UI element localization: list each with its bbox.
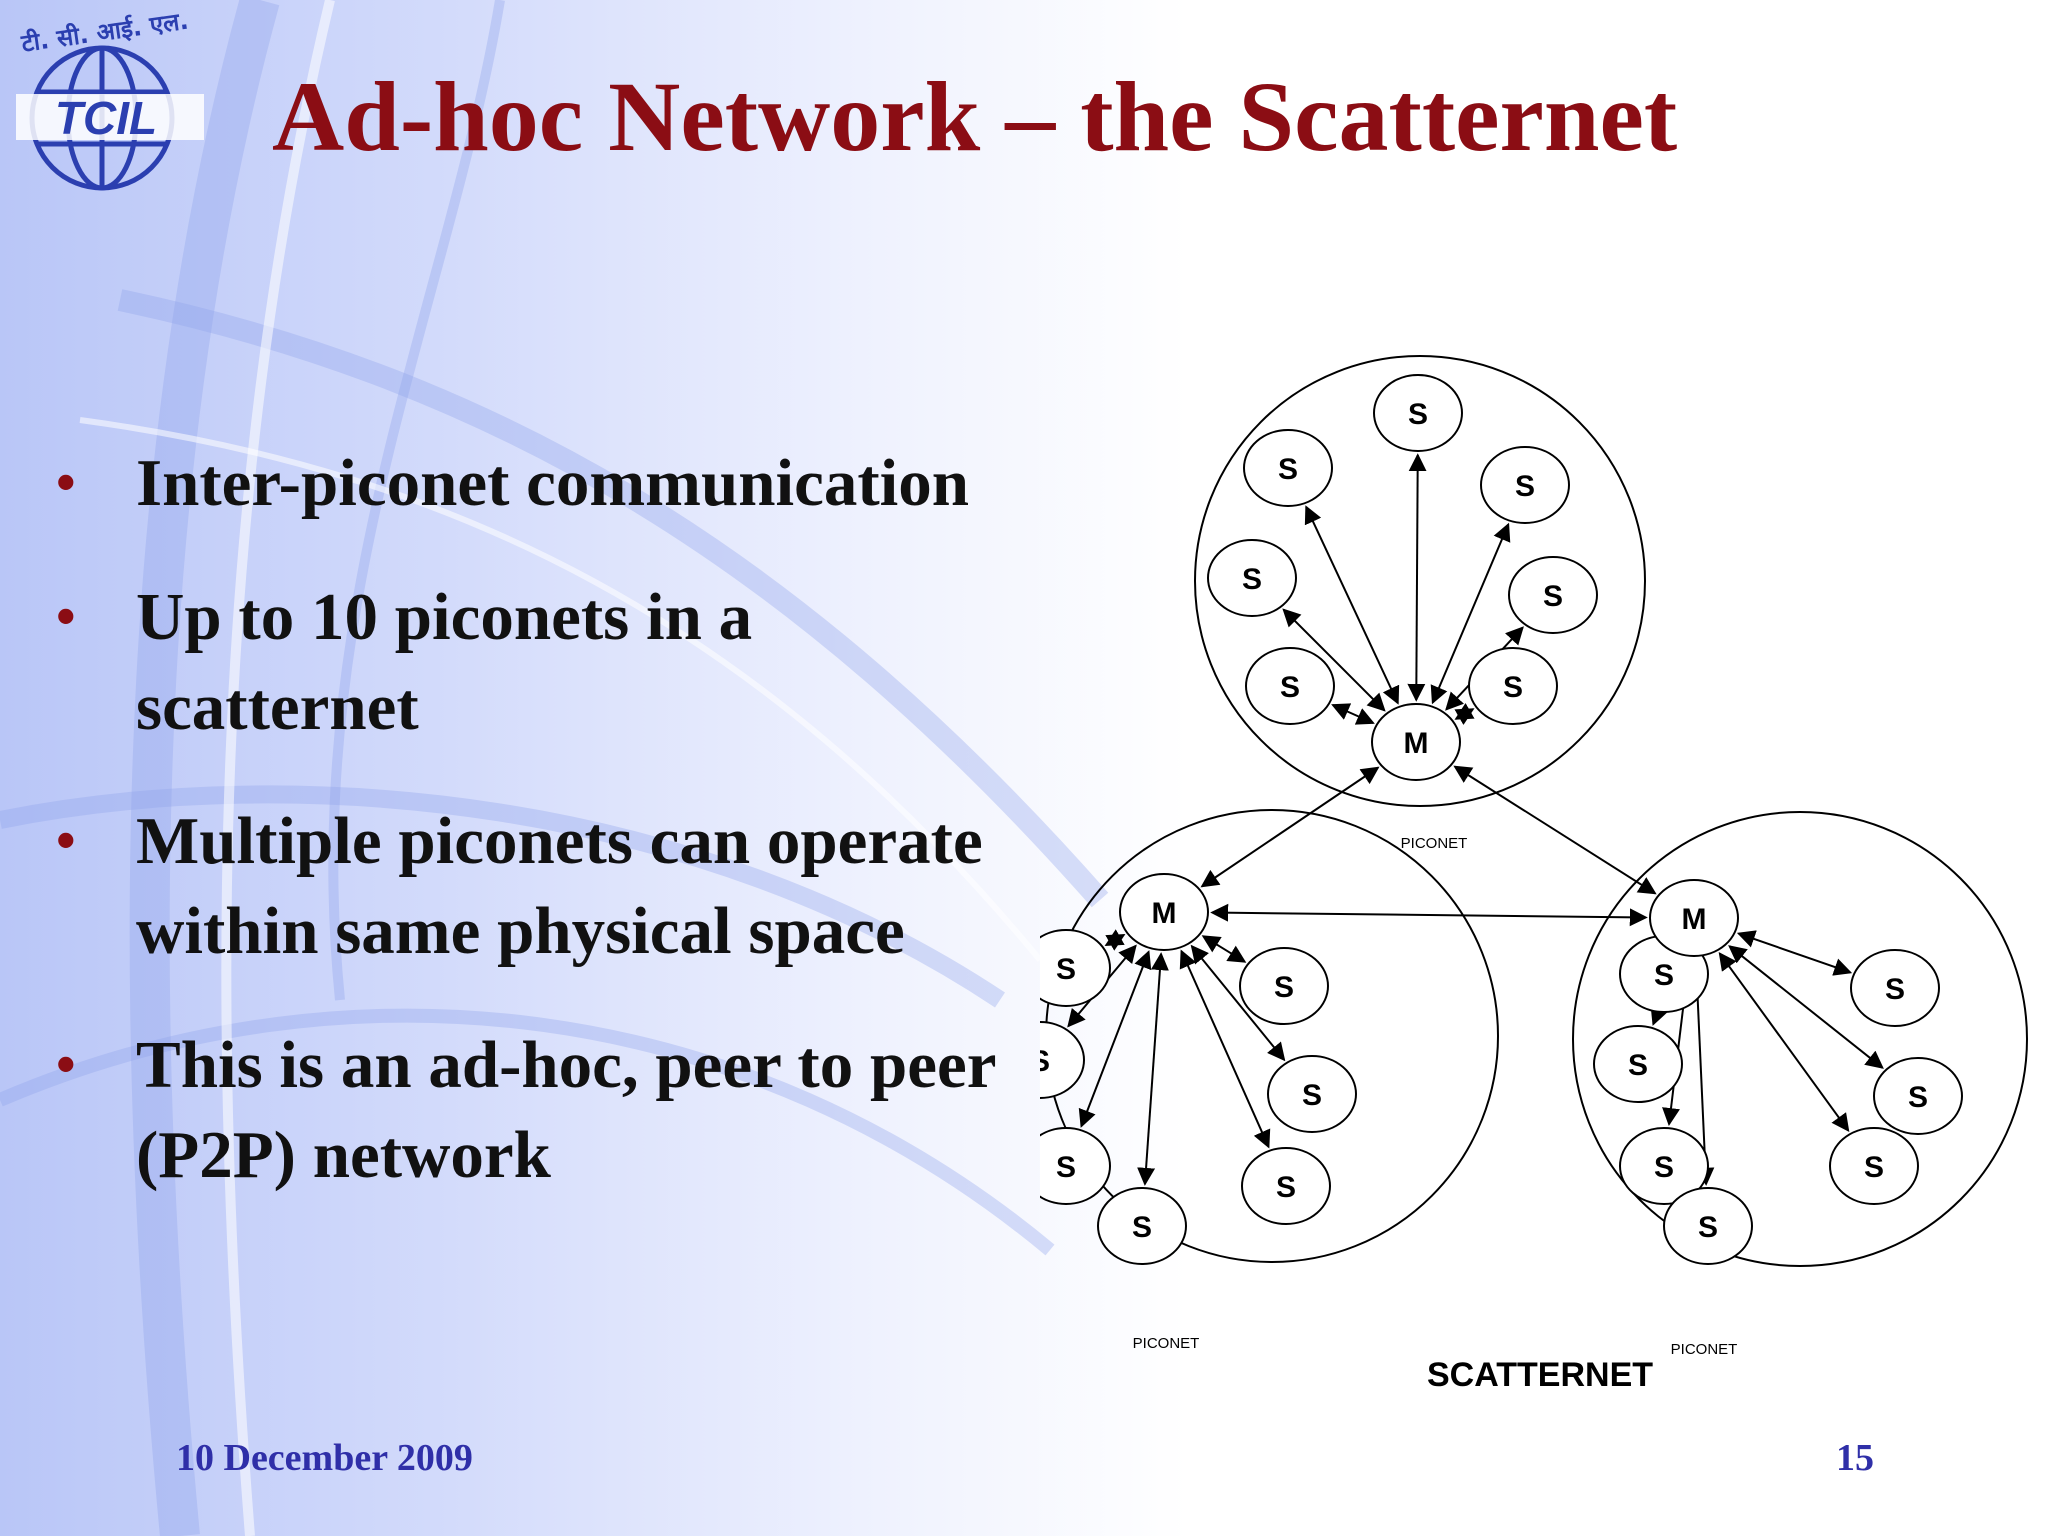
bullet-item: • Multiple piconets can operate within sa… — [56, 796, 1036, 976]
slave-node — [1468, 647, 1558, 725]
slave-node — [1241, 1147, 1331, 1225]
master-slave-link — [1454, 702, 1475, 726]
bullet-text: This is an ad-hoc, peer to peer (P2P) ne… — [136, 1028, 996, 1192]
slave-node — [1207, 539, 1297, 617]
scatternet-diagram: PICONETPICONETPICONETSSSSSSSMSSSSSSSMSSS… — [1040, 355, 2028, 1394]
bullet-text: Inter-piconet communication — [136, 446, 970, 520]
master-node — [1119, 873, 1209, 951]
bullet-marker: • — [56, 452, 76, 514]
slave-node — [1480, 446, 1570, 524]
slave-node-label: S — [1408, 398, 1428, 431]
slave-node-label: S — [1908, 1081, 1928, 1114]
master-node — [1371, 703, 1461, 781]
slave-node-label: S — [1654, 1151, 1674, 1184]
bullet-list: • Inter-piconet communication • Up to 10 p… — [56, 438, 1036, 1244]
slave-node — [1829, 1127, 1919, 1205]
slave-node — [1593, 1025, 1683, 1103]
piconet-boundary — [1194, 355, 1646, 807]
inter-piconet-link — [1200, 766, 1380, 888]
master-slave-link — [1201, 935, 1247, 963]
slave-node-label: S — [1056, 1151, 1076, 1184]
slide-title: Ad-hoc Network – the Scatternet — [272, 61, 1678, 172]
slave-node-label: S — [1503, 671, 1523, 704]
slave-node-label: S — [1280, 671, 1300, 704]
slave-node — [1040, 1127, 1111, 1205]
bullet-marker: • — [56, 810, 76, 872]
master-slave-link — [1179, 949, 1271, 1149]
bullet-text: Up to 10 piconets in a scatternet — [136, 580, 753, 744]
bullet-text: Multiple piconets can operate within sam… — [136, 804, 983, 968]
slave-node-label: S — [1276, 1171, 1296, 1204]
slave-node-label: S — [1274, 971, 1294, 1004]
inter-piconet-link — [1210, 903, 1648, 927]
piconet-boundary — [1572, 811, 2028, 1267]
slave-node-label: S — [1278, 453, 1298, 486]
master-slave-link — [1282, 608, 1386, 712]
slave-node — [1243, 429, 1333, 507]
piconet-label: PICONET — [1133, 1335, 1200, 1352]
slave-node — [1873, 1057, 1963, 1135]
slave-node-label: S — [1885, 973, 1905, 1006]
slave-node — [1040, 929, 1111, 1007]
bullet-item: • This is an ad-hoc, peer to peer (P2P) n… — [56, 1020, 1036, 1200]
piconet-label: PICONET — [1401, 835, 1468, 852]
diagram-caption: SCATTERNET — [1427, 1356, 1653, 1394]
slave-node-label: S — [1628, 1049, 1648, 1082]
slave-node — [1097, 1187, 1187, 1265]
master-slave-link — [1137, 952, 1169, 1186]
slave-node — [1850, 949, 1940, 1027]
bullet-item: • Up to 10 piconets in a scatternet — [56, 572, 1036, 752]
slave-node-label: S — [1040, 1045, 1050, 1078]
slave-node-label: S — [1242, 563, 1262, 596]
piconet-label: PICONET — [1671, 1341, 1738, 1358]
logo-text: TCIL — [55, 92, 157, 144]
slave-node-label: S — [1056, 953, 1076, 986]
master-slave-link — [1104, 929, 1126, 951]
slave-node — [1373, 374, 1463, 452]
slave-node-label: S — [1698, 1211, 1718, 1244]
slave-node — [1663, 1187, 1753, 1265]
slave-node — [1619, 1127, 1709, 1205]
bullet-item: • Inter-piconet communication — [56, 438, 1036, 528]
footer-date: 10 December 2009 — [176, 1437, 473, 1479]
master-node-label: M — [1682, 903, 1707, 936]
master-node — [1649, 879, 1739, 957]
slave-node-label: S — [1302, 1079, 1322, 1112]
bullet-marker: • — [56, 586, 76, 648]
bullet-marker: • — [56, 1034, 76, 1096]
tcil-logo: TCIL टी. सी. आई. एल. — [16, 7, 204, 191]
page-number: 15 — [1836, 1437, 1874, 1479]
slave-node — [1245, 647, 1335, 725]
master-slave-link — [1407, 453, 1427, 702]
inter-piconet-link — [1453, 765, 1657, 895]
master-node-label: M — [1152, 897, 1177, 930]
slave-node-label: S — [1515, 470, 1535, 503]
slave-node — [1239, 947, 1329, 1025]
slave-node-label: S — [1864, 1151, 1884, 1184]
slave-node-label: S — [1132, 1211, 1152, 1244]
master-node-label: M — [1404, 727, 1429, 760]
slave-node-label: S — [1654, 959, 1674, 992]
slave-node-label: S — [1543, 580, 1563, 613]
slave-node — [1508, 556, 1598, 634]
master-slave-link — [1331, 703, 1375, 725]
master-slave-link — [1718, 951, 1850, 1133]
slave-node — [1040, 1021, 1085, 1099]
slave-node — [1267, 1055, 1357, 1133]
